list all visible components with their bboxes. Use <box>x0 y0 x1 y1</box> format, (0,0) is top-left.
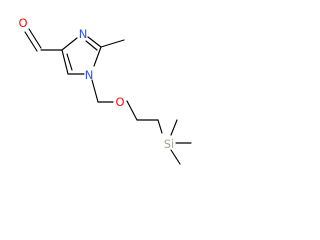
molecule-svg: O N N O Si <box>18 16 192 165</box>
bond-n3-c2-b <box>85 40 98 51</box>
bond-c2-methyl <box>100 39 125 48</box>
atom-silicon: Si <box>164 137 175 151</box>
bond-si-methyl-bottom <box>170 149 181 165</box>
bond-n1-ch2 <box>91 79 99 103</box>
bond-c2-n1 <box>93 46 102 67</box>
atom-ether-oxygen: O <box>115 95 124 109</box>
bond-aldehyde-co-b <box>24 31 38 52</box>
bond-o-ch2 <box>126 100 138 121</box>
atom-ring-nitrogen-top: N <box>79 27 88 41</box>
structure-diagram: O N N O Si <box>18 16 192 165</box>
bond-ch2-si <box>157 119 163 134</box>
bond-si-methyl-top <box>170 119 178 136</box>
bond-c4-c5 <box>61 49 69 75</box>
bond-c4-n3 <box>61 37 78 51</box>
bond-n3-c2-a <box>87 36 102 48</box>
atom-ring-nitrogen-n1: N <box>85 68 94 82</box>
bond-aldehyde-co-a <box>28 28 42 49</box>
atom-aldehyde-oxygen: O <box>18 16 27 30</box>
bond-c4-c5-inner <box>66 53 73 71</box>
